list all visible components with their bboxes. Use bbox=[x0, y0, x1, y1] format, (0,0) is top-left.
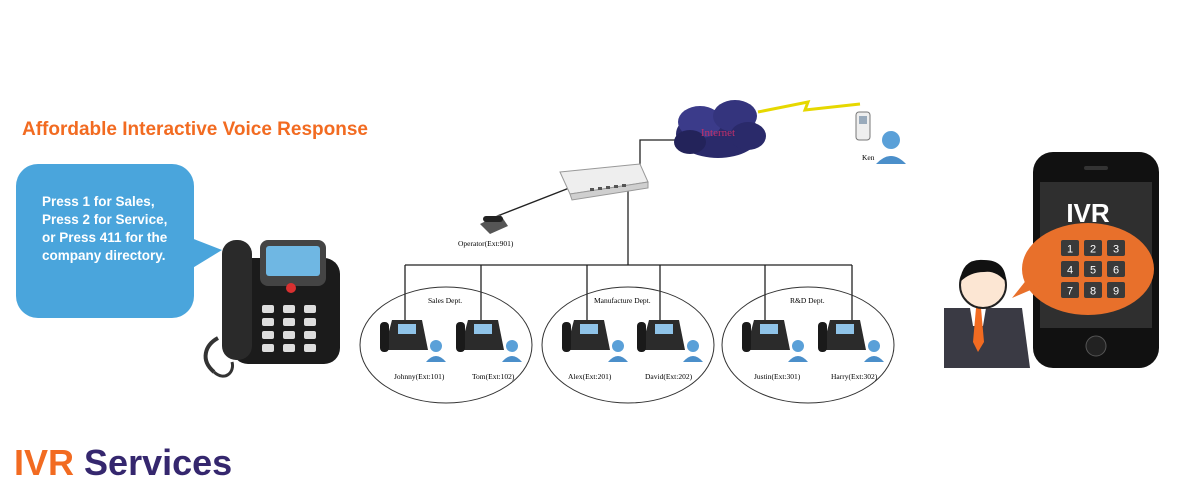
ip-phone-icon bbox=[637, 320, 703, 362]
bubble-line: Press 2 for Service, bbox=[42, 212, 168, 227]
keypad-key bbox=[1061, 240, 1079, 256]
user-ext-label: Harry(Ext:302) bbox=[831, 372, 878, 381]
keypad-key-label: 4 bbox=[1067, 265, 1073, 277]
user-ext-label: Johnny(Ext:101) bbox=[394, 372, 445, 381]
ip-phone-icon bbox=[562, 320, 628, 362]
user-ext-label: David(Ext:202) bbox=[645, 372, 693, 381]
keypad-key bbox=[1107, 261, 1125, 277]
bubble-line: or Press 411 for the bbox=[42, 230, 168, 245]
ip-phone-icon bbox=[456, 320, 522, 362]
bubble-line: company directory. bbox=[42, 248, 166, 263]
cloud-icon bbox=[674, 100, 766, 158]
desk-phone-icon bbox=[203, 240, 340, 378]
ip-phone-icon bbox=[380, 320, 446, 362]
user-icon bbox=[876, 131, 906, 164]
dept-name: Manufacture Dept. bbox=[594, 296, 651, 305]
caller-person-icon bbox=[944, 259, 1030, 368]
user-ext-label: Alex(Ext:201) bbox=[568, 372, 612, 381]
ivr-screen-title: IVR bbox=[1066, 198, 1110, 228]
title-ivr: IVR bbox=[14, 442, 75, 483]
ip-phone-icon bbox=[742, 320, 808, 362]
operator-phone-icon bbox=[480, 214, 508, 234]
dept-group-rnd bbox=[721, 286, 895, 404]
keypad-key bbox=[1084, 240, 1102, 256]
router-icon bbox=[559, 163, 649, 201]
user-ext-label: Justin(Ext:301) bbox=[754, 372, 801, 381]
remote-user-label: Ken bbox=[862, 153, 875, 162]
dept-name: Sales Dept. bbox=[428, 296, 462, 305]
dept-name: R&D Dept. bbox=[790, 296, 825, 305]
keypad-key-label: 7 bbox=[1067, 286, 1073, 298]
user-ext-label: Tom(Ext:102) bbox=[472, 372, 515, 381]
keypad-key-label: 8 bbox=[1090, 286, 1096, 298]
keypad-key-label: 3 bbox=[1113, 244, 1119, 256]
keypad-key-label: 2 bbox=[1090, 244, 1096, 256]
dept-group-sales bbox=[359, 286, 533, 404]
keypad-key bbox=[1084, 282, 1102, 298]
wireless-link-icon bbox=[757, 99, 861, 114]
ip-phone-icon bbox=[818, 320, 884, 362]
network-lines bbox=[404, 139, 853, 325]
dept-group-manufacture bbox=[541, 286, 715, 404]
title-services: Services bbox=[84, 442, 233, 483]
operator-label: Operator(Ext:901) bbox=[458, 239, 514, 248]
keypad-key bbox=[1061, 282, 1079, 298]
keypad-key bbox=[1061, 261, 1079, 277]
speech-bubble bbox=[16, 164, 194, 318]
keypad-key bbox=[1107, 282, 1125, 298]
page-title: IVR Services bbox=[14, 442, 232, 484]
keypad-key-label: 6 bbox=[1113, 265, 1119, 277]
speech-bubble-tail bbox=[186, 236, 222, 272]
ivr-keypad-bubble-tail bbox=[1012, 278, 1040, 298]
keypad-key-label: 1 bbox=[1067, 244, 1073, 256]
headline: Affordable Interactive Voice Response bbox=[22, 119, 368, 140]
bubble-line: Press 1 for Sales, bbox=[42, 194, 155, 209]
keypad-key bbox=[1084, 261, 1102, 277]
keypad-key bbox=[1107, 240, 1125, 256]
remote-phone-icon bbox=[855, 111, 871, 141]
keypad-key-label: 9 bbox=[1113, 286, 1119, 298]
cloud-label: Internet bbox=[701, 127, 735, 139]
bubble-text: Press 1 for Sales, Press 2 for Service, … bbox=[42, 193, 192, 265]
keypad-key-label: 5 bbox=[1090, 265, 1096, 277]
